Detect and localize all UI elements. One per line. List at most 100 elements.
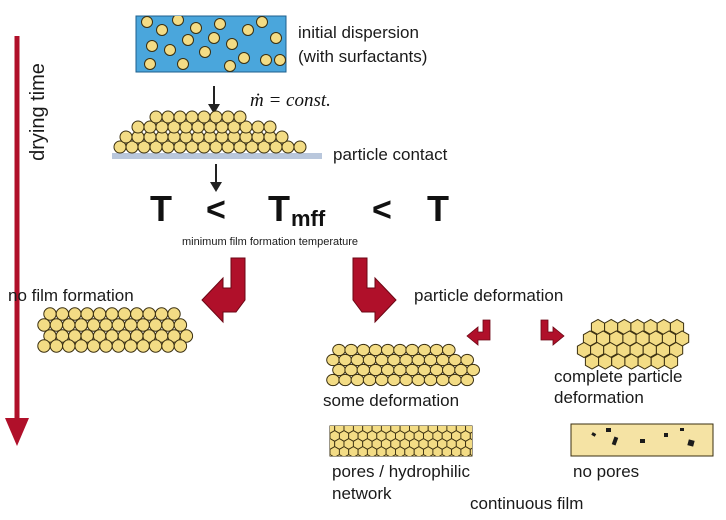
- particle: [173, 318, 188, 332]
- left-branch-arrow-icon: [201, 257, 246, 324]
- down-arrow-icon: [208, 86, 220, 114]
- particle: [375, 373, 389, 387]
- network-cell: [489, 447, 498, 458]
- network-cell: [330, 454, 334, 456]
- pores-line-2: network: [332, 484, 392, 503]
- particle: [68, 307, 82, 321]
- particle: [74, 318, 88, 332]
- hexagon-particle: [669, 318, 685, 336]
- particle: [350, 373, 365, 387]
- particle: [199, 46, 211, 58]
- particle: [274, 54, 286, 66]
- particle: [405, 363, 420, 377]
- network-cell: [466, 454, 472, 456]
- particle: [43, 307, 57, 321]
- particle: [172, 16, 184, 26]
- particle: [393, 363, 407, 377]
- particle: [375, 353, 389, 367]
- particle: [141, 16, 153, 28]
- particle: [399, 373, 414, 387]
- pores-line-1: pores / hydrophilic: [332, 462, 470, 481]
- particle: [131, 120, 145, 134]
- particle: [55, 307, 70, 321]
- no-pores-label: no pores: [573, 462, 639, 481]
- temperature-mff: T: [268, 188, 290, 229]
- complete-deformation-hex-film: [576, 318, 690, 370]
- hexagon-particle: [669, 341, 684, 359]
- particle: [136, 339, 150, 353]
- particle: [460, 353, 475, 367]
- particle: [381, 363, 395, 377]
- particle: [105, 307, 119, 321]
- particle: [154, 307, 169, 321]
- particle: [161, 339, 175, 353]
- particle: [326, 353, 340, 367]
- network-cell: [475, 439, 484, 450]
- particle: [332, 363, 346, 377]
- network-cell: [429, 454, 437, 456]
- drying-time-arrow-icon: [5, 36, 29, 446]
- particle: [251, 120, 265, 134]
- particle: [350, 353, 365, 367]
- network-cell: [489, 431, 498, 442]
- particle: [226, 38, 238, 50]
- particle: [92, 307, 107, 321]
- no-film-particle-stack: [37, 307, 194, 353]
- temperature-right: T: [427, 188, 449, 229]
- particle: [86, 318, 101, 332]
- particle: [130, 307, 144, 321]
- right-branch-arrow-icon: [352, 257, 397, 324]
- particle: [344, 343, 359, 357]
- particle: [190, 22, 202, 34]
- particle: [256, 16, 268, 28]
- particle: [362, 353, 377, 367]
- particle: [381, 343, 395, 357]
- particle: [338, 373, 353, 387]
- particle: [179, 329, 194, 343]
- particle: [423, 373, 438, 387]
- network-cell: [420, 454, 427, 456]
- particle-deformation-label: particle deformation: [414, 286, 563, 305]
- particle: [111, 318, 126, 332]
- particle: [356, 363, 371, 377]
- particle: [49, 339, 64, 353]
- particle: [399, 353, 414, 367]
- particle: [362, 373, 377, 387]
- network-cell: [480, 431, 489, 442]
- pores-film-strip: [329, 423, 498, 458]
- network-cell: [392, 454, 399, 456]
- particle: [167, 307, 181, 321]
- particle: [387, 373, 401, 387]
- complete-deformation-label: complete particle deformation: [554, 367, 687, 407]
- particle: [197, 110, 211, 124]
- particle: [164, 44, 176, 56]
- particle: [466, 363, 481, 377]
- particle: [144, 58, 156, 70]
- network-cell: [373, 454, 381, 456]
- hexagon-particle: [663, 353, 679, 370]
- particle: [37, 339, 51, 353]
- particle: [454, 363, 468, 377]
- particle: [208, 32, 220, 44]
- network-cell: [345, 454, 353, 456]
- initial-dispersion-box: [135, 15, 287, 73]
- particle: [80, 307, 94, 321]
- temperature-comparison: T < T mff < T: [150, 188, 449, 231]
- particle: [387, 353, 401, 367]
- particle: [99, 318, 113, 332]
- network-cell: [457, 454, 465, 456]
- network-cell: [484, 423, 493, 434]
- network-cell: [475, 423, 484, 434]
- particle: [148, 339, 163, 353]
- particle: [356, 343, 371, 357]
- network-cell: [448, 454, 455, 456]
- particle: [417, 343, 432, 357]
- particle: [146, 40, 158, 52]
- particle-contact-label: particle contact: [333, 145, 448, 164]
- particle: [393, 343, 407, 357]
- network-cell: [438, 454, 446, 456]
- network-cell: [401, 454, 409, 456]
- particle: [111, 339, 126, 353]
- particle: [411, 353, 426, 367]
